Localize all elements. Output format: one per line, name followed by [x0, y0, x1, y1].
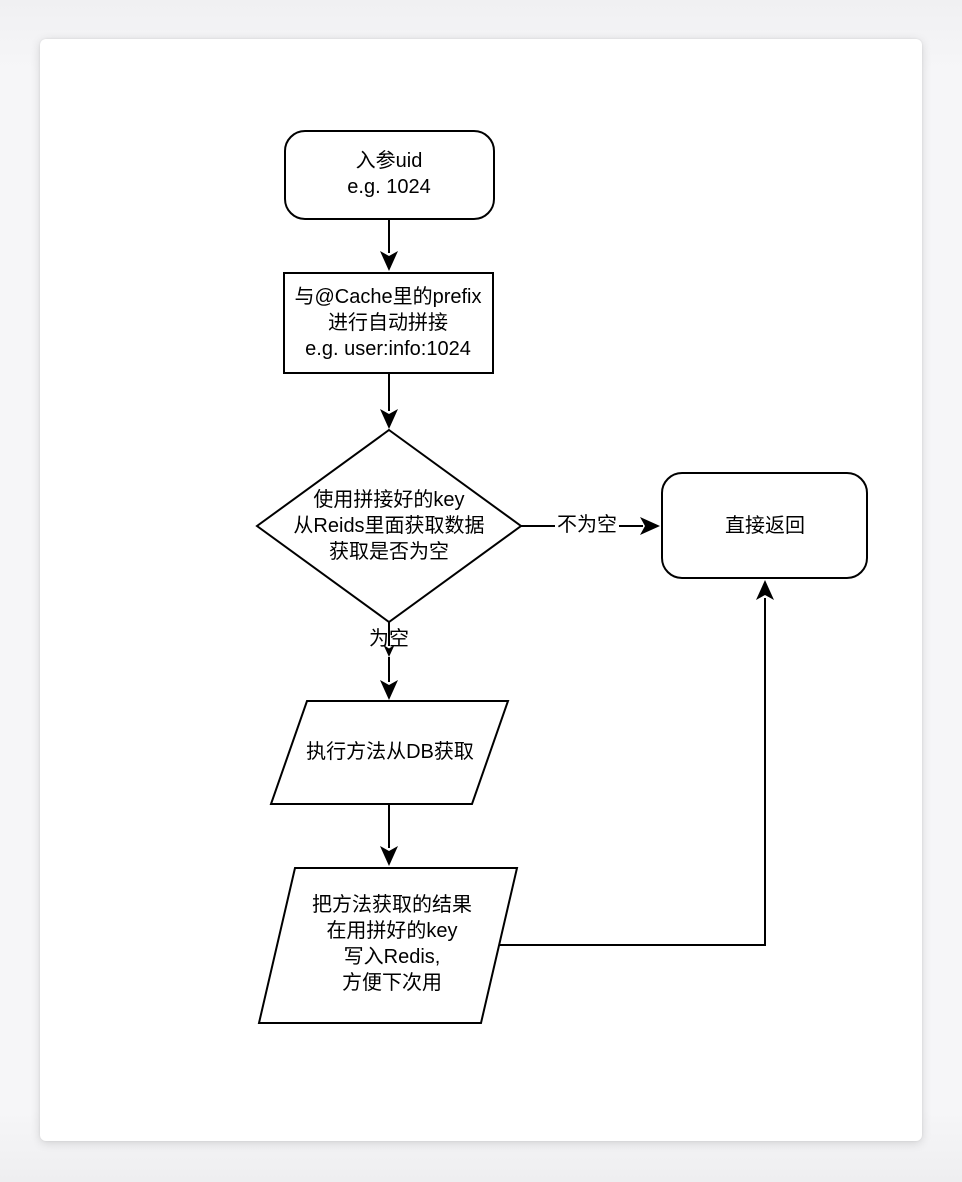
- arrowhead-small-empty-point: [383, 645, 395, 657]
- edge-write-cache-to-return: [499, 598, 766, 946]
- node-db-fetch-shape: [269, 700, 510, 805]
- arrowhead-write-cache-to-return: [756, 580, 774, 600]
- edge-label-empty: 为空: [369, 628, 409, 650]
- node-return-label: 直接返回: [725, 515, 805, 537]
- node-write-cache-label: 把方法获取的结果 在用拼好的key 写入Redis, 方便下次用: [312, 894, 472, 994]
- edge-label-not-empty: 不为空: [555, 514, 619, 536]
- node-start-label: 入参uid e.g. 1024: [347, 150, 431, 198]
- node-write-cache-shape: [257, 867, 519, 1024]
- arrowhead-concat-to-check: [380, 409, 398, 429]
- arrowhead-to-db-fetch: [380, 680, 398, 700]
- node-return-shape: [661, 472, 868, 579]
- node-concat-label: 与@Cache里的prefix 进行自动拼接 e.g. user:info:10…: [294, 286, 482, 360]
- node-db-fetch-label: 执行方法从DB获取: [306, 741, 474, 763]
- arrowhead-to-write-cache: [380, 846, 398, 866]
- node-check-label: 使用拼接好的key 从Reids里面获取数据 获取是否为空: [293, 489, 485, 563]
- arrowhead-check-to-return: [640, 517, 660, 535]
- arrowhead-start-to-concat: [380, 251, 398, 271]
